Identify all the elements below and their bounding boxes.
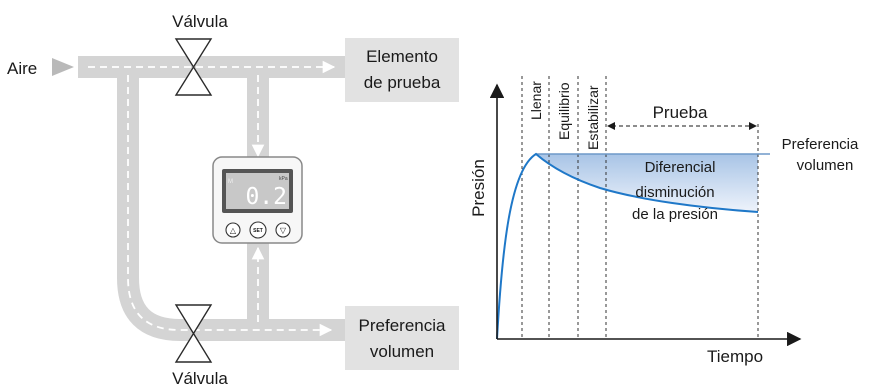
graph-reference-label-1: Preferencia bbox=[782, 136, 859, 153]
gauge-up-button[interactable]: △ bbox=[225, 222, 241, 238]
gauge-down-button[interactable]: ▽ bbox=[275, 222, 291, 238]
air-label: Aire bbox=[7, 59, 37, 78]
phase-label-stabilize: Estabilizar bbox=[585, 85, 601, 150]
pressure-drop-label-2: de la presión bbox=[632, 206, 718, 223]
flow-lines bbox=[88, 60, 336, 337]
air-inlet-arrow bbox=[52, 58, 74, 76]
phase-label-fill: Llenar bbox=[528, 81, 544, 120]
pressure-curve bbox=[496, 152, 759, 340]
reference-volume-label-2: volumen bbox=[370, 342, 434, 361]
test-element-label-1: Elemento bbox=[366, 47, 438, 66]
gauge-set-button[interactable]: SET bbox=[249, 221, 267, 239]
y-axis-label: Presión bbox=[469, 159, 488, 217]
svg-text:▽: ▽ bbox=[280, 226, 287, 235]
test-element-label-2: de prueba bbox=[364, 73, 441, 92]
test-element-box bbox=[345, 38, 459, 102]
pressure-drop-label-1: disminución bbox=[635, 184, 714, 201]
gauge-unit: kPa bbox=[279, 176, 288, 182]
gauge-reading: 0.2 bbox=[245, 184, 287, 210]
valve-top-label: Válvula bbox=[172, 12, 228, 31]
pressure-graph bbox=[489, 76, 802, 347]
gauge-screen bbox=[226, 173, 289, 209]
differential-label: Diferencial bbox=[645, 159, 716, 176]
reference-volume-label-1: Preferencia bbox=[359, 316, 446, 335]
test-phase-label: Prueba bbox=[653, 103, 708, 122]
x-axis-label: Tiempo bbox=[707, 347, 763, 366]
valve-bottom-label: Válvula bbox=[172, 369, 228, 388]
svg-text:△: △ bbox=[230, 226, 237, 235]
valve-top-icon bbox=[174, 38, 213, 96]
pressure-gauge: M kPa 0.2 △ SET ▽ bbox=[212, 156, 303, 244]
graph-reference-label-2: volumen bbox=[797, 157, 854, 174]
gauge-indicator: M bbox=[228, 179, 233, 185]
differential-area bbox=[536, 154, 758, 212]
phase-dividers bbox=[521, 76, 759, 339]
phase-label-equilibrium: Equilibrio bbox=[556, 82, 572, 140]
svg-text:SET: SET bbox=[253, 228, 263, 234]
valve-bottom-icon bbox=[174, 304, 213, 363]
reference-volume-box bbox=[345, 306, 459, 370]
flow-left bbox=[127, 75, 333, 337]
